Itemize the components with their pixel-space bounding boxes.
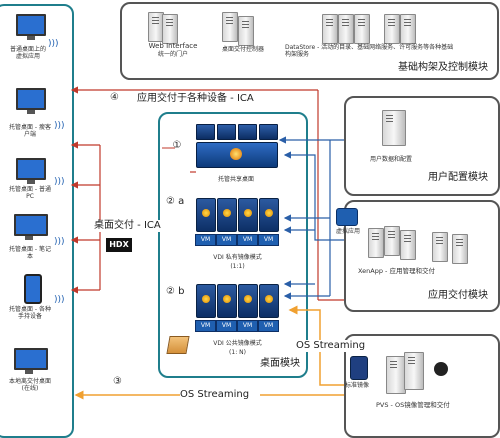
vm-tile: VM	[258, 234, 279, 246]
os-streaming-label-2: OS Streaming	[180, 389, 260, 401]
step-2b-marker: ② b	[166, 286, 185, 297]
vdi-private-label: VDI 私有镜像模式	[213, 254, 262, 261]
user-config-panel	[344, 96, 500, 196]
datastore-server-icon-4	[384, 14, 400, 44]
wireless-icon: )))	[54, 295, 65, 305]
virtual-app-label: 虚拟应用	[336, 228, 361, 235]
user-config-title: 用户配置模块	[428, 172, 488, 183]
datastore-server-icon-3	[354, 14, 370, 44]
pvs-caption: PVS - OS镜像管理和交付	[376, 401, 450, 409]
vm-tile: VM	[237, 234, 258, 246]
shared-desktop-label: 托管共享桌面	[217, 176, 254, 183]
xenapp-server-icon-1	[368, 228, 384, 258]
user-config-caption: 用户数据和配置	[369, 156, 412, 163]
image-stack-icon	[166, 336, 190, 354]
step-4-marker: ④	[110, 92, 119, 103]
wireless-icon: )))	[54, 237, 65, 247]
xenapp-server-icon-2	[384, 226, 400, 256]
shared-server-2	[217, 124, 236, 140]
wireless-icon: )))	[54, 177, 65, 187]
thin-client-icon	[16, 88, 46, 114]
vdi-public-server-3	[238, 284, 258, 318]
xenapp-server-icon-4	[432, 232, 448, 262]
vm-tile: VM	[216, 234, 237, 246]
device-label-laptop: 托管桌面 - 笔记本	[9, 246, 51, 260]
offline-laptop-icon	[14, 348, 48, 374]
xenapp-caption: XenApp - 应用管理和交付	[358, 267, 435, 275]
vm-tile: VM	[216, 320, 237, 332]
device-label-offline: 本地离交付桌面(在线)	[8, 378, 51, 392]
desktop-delivery-flow-label: 桌面交付 - ICA	[94, 220, 204, 232]
shared-server-3	[238, 124, 257, 140]
web-interface-sublabel: 统一的门户	[157, 51, 188, 58]
handheld-device-icon	[24, 274, 42, 304]
vm-tile: VM	[195, 320, 216, 332]
app-delivery-title: 应用交付模块	[428, 290, 488, 301]
wireless-icon: )))	[48, 39, 59, 49]
vm-tile: VM	[237, 320, 258, 332]
vdi-public-label: VDI 公共镜像模式	[213, 340, 262, 347]
pvs-server-icon-2	[404, 352, 424, 390]
hdx-badge: HDX	[106, 238, 132, 252]
xenapp-server-icon-5	[452, 234, 468, 264]
vdi-private-server-3	[238, 198, 258, 232]
delivery-controller-label: 桌面交付控制器	[221, 46, 264, 53]
windows-logo-icon	[230, 148, 242, 160]
wireless-icon: )))	[54, 121, 65, 131]
datastore-label: DataStore - 活动的目录、基础网络服务、许可服务等各种基础构架服务	[285, 44, 454, 58]
web-interface-label: Web Interface	[148, 42, 198, 50]
pvs-server-icon-1	[386, 356, 406, 394]
vdi-public-server-1	[196, 284, 216, 318]
xenapp-server-icon-3	[400, 230, 416, 260]
step-1-marker: ①	[172, 140, 182, 151]
datastore-server-icon-5	[400, 14, 416, 44]
vdi-private-server-2	[217, 198, 237, 232]
shared-server-1	[196, 124, 215, 140]
desktop-module-title: 桌面模块	[260, 358, 300, 369]
device-label-virtual-app: 普通桌面上的虚拟应用	[9, 46, 46, 60]
datastore-server-icon-2	[338, 14, 354, 44]
vdi-private-ratio: (1:1)	[230, 263, 245, 270]
app-delivery-flow-label: 应用交付于各种设备 - ICA	[137, 93, 254, 104]
step-2a-marker: ② a	[166, 196, 185, 207]
vdi-private-server-1	[196, 198, 216, 232]
pc-icon	[16, 158, 46, 184]
virtual-app-icon	[336, 208, 358, 226]
os-streaming-label-1: OS Streaming	[296, 340, 376, 352]
infrastructure-module-title: 基础构架及控制模块	[398, 62, 488, 73]
device-label-handheld: 托管桌面 - 各种手持设备	[9, 306, 51, 320]
datastore-server-icon-1	[322, 14, 338, 44]
web-interface-server-icon-2	[162, 14, 178, 44]
delivery-controller-server-icon	[222, 12, 238, 42]
shared-server-4	[259, 124, 278, 140]
vm-tile: VM	[195, 234, 216, 246]
vm-tile: VM	[258, 320, 279, 332]
step-3-marker: ③	[113, 376, 122, 387]
standard-image-icon	[350, 356, 368, 380]
standard-image-label: 标准镜像	[344, 382, 369, 389]
vdi-public-ratio: (1: N)	[229, 349, 246, 356]
vdi-private-server-4	[259, 198, 279, 232]
user-config-server-icon	[382, 110, 406, 146]
infrastructure-panel	[120, 2, 499, 80]
laptop-icon	[14, 214, 48, 240]
vdi-public-server-4	[259, 284, 279, 318]
vdi-public-server-2	[217, 284, 237, 318]
device-label-pc: 托管桌面 - 普通PC	[9, 186, 51, 200]
desktop-pc-icon	[16, 14, 46, 40]
windows-logo-icon	[434, 362, 448, 376]
delivery-controller-server-icon-2	[238, 16, 254, 46]
device-label-thin-client: 托管桌面 - 瘦客户端	[9, 124, 51, 138]
